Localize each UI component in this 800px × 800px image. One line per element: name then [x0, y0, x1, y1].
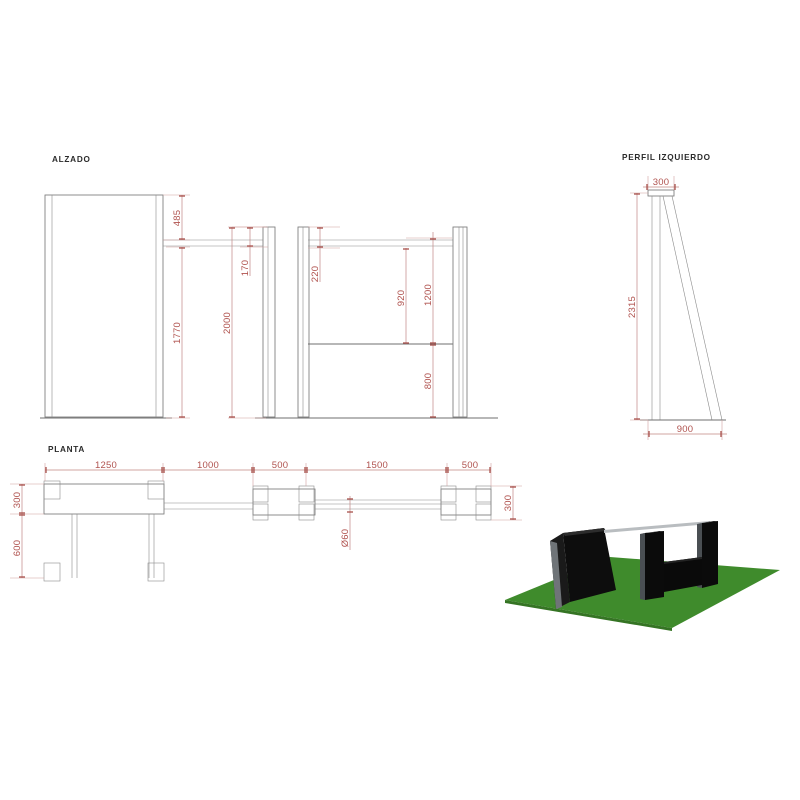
- plan-dim-300-left: 300: [10, 483, 44, 515]
- elevation-left-panel: [44, 194, 164, 418]
- view-left-profile: PERFIL IZQUIERDO 300: [622, 153, 727, 440]
- dim-label-diameter-60: Ø60: [340, 529, 351, 548]
- elevation-dim-485: 485: [163, 194, 190, 241]
- plan-dim-1500: 1500: [306, 460, 448, 486]
- elevation-top-bar-right: [308, 239, 455, 247]
- plan-dim-diameter-60: Ø60: [340, 496, 353, 550]
- render-lower-panel: [664, 557, 702, 592]
- plan-dim-1000: 1000: [163, 460, 254, 486]
- plan-dim-500-left: 500: [253, 460, 307, 486]
- plan-dim-1250: 1250: [44, 460, 164, 481]
- dim-label-n500b: 500: [462, 460, 478, 471]
- render-post-middle: [640, 531, 664, 600]
- view-plan: PLANTA: [10, 445, 522, 582]
- plan-dim-600-left: 600: [10, 514, 44, 579]
- dim-label-p300: 300: [653, 177, 669, 188]
- dim-label-1770: 1770: [172, 322, 183, 344]
- elevation-dim-220: 220: [308, 226, 340, 282]
- dim-label-n1500: 1500: [366, 460, 388, 471]
- dim-label-n300l: 300: [12, 492, 23, 508]
- dim-label-n500a: 500: [272, 460, 288, 471]
- dim-label-1200: 1200: [423, 284, 434, 306]
- plan-tube-span: [315, 499, 441, 510]
- dim-label-2000: 2000: [222, 312, 233, 334]
- elevation-dim-2000: 2000: [222, 226, 266, 419]
- dim-label-p900: 900: [677, 424, 693, 435]
- plan-dim-300-right: 300: [491, 485, 522, 521]
- elevation-dim-170: 170: [232, 226, 268, 276]
- dim-label-n1250: 1250: [95, 460, 117, 471]
- elevation-dim-800: 800: [423, 344, 436, 418]
- dim-label-n600l: 600: [12, 540, 23, 556]
- plan-dim-500-right: 500: [447, 460, 492, 486]
- plan-base-plates-left: [43, 480, 165, 582]
- elevation-dim-920: 920: [396, 248, 409, 344]
- elevation-dim-1770: 1770: [166, 246, 190, 419]
- elevation-post-middle-right: [297, 226, 310, 418]
- profile-dim-300: 300: [643, 176, 679, 190]
- profile-dim-900: 900: [643, 420, 727, 440]
- plan-title: PLANTA: [48, 445, 85, 454]
- plan-tube-left: [164, 502, 253, 510]
- dim-label-485: 485: [172, 210, 183, 226]
- elevation-title: ALZADO: [52, 155, 91, 164]
- dim-label-p2315: 2315: [627, 296, 638, 318]
- view-3d-render: [505, 521, 780, 631]
- plan-base-plates-mid: [252, 485, 315, 521]
- dim-label-170: 170: [240, 260, 251, 276]
- elevation-dim-1200: 1200: [406, 232, 452, 344]
- elevation-post-right: [452, 226, 468, 418]
- dim-label-n1000: 1000: [197, 460, 219, 471]
- render-horizontal-bar: [604, 521, 710, 533]
- dim-label-220: 220: [310, 266, 321, 282]
- left-profile-title: PERFIL IZQUIERDO: [622, 153, 711, 162]
- view-elevation: ALZADO: [40, 155, 498, 419]
- dim-label-n300r: 300: [503, 495, 514, 511]
- plan-base-plates-right: [440, 485, 492, 521]
- render-grass-plane-shade: [505, 600, 672, 631]
- render-climbing-panel: [550, 528, 616, 609]
- elevation-post-middle-left: [262, 226, 276, 418]
- profile-dim-2315: 2315: [627, 192, 648, 421]
- dim-label-920: 920: [396, 290, 407, 306]
- dim-label-800: 800: [423, 373, 434, 389]
